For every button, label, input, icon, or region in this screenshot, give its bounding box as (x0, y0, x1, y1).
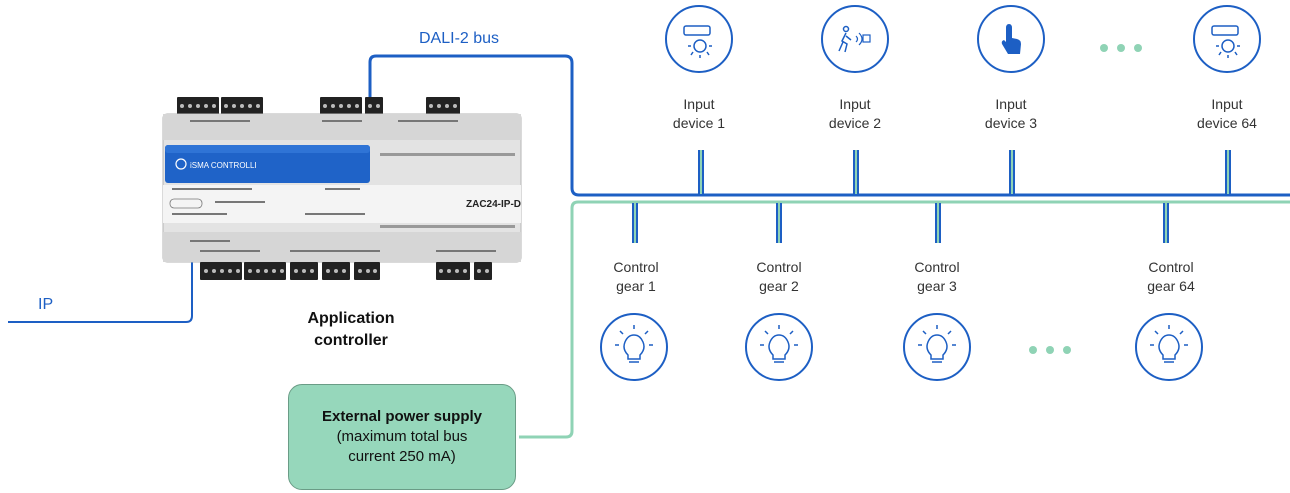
input-device-3-icon (977, 5, 1045, 73)
external-power-supply-box: External power supply (maximum total bus… (288, 384, 516, 490)
control-gear-64-icon (1135, 313, 1203, 381)
input-ellipsis-icon (1100, 44, 1142, 52)
gear-ellipsis-icon (1029, 346, 1071, 354)
power-line (519, 200, 1290, 439)
power-supply-note-line-1: (maximum total bus (336, 428, 468, 445)
input-device-64-icon (1193, 5, 1261, 73)
model-label: ZAC24-IP-D (466, 199, 521, 210)
dali-bus-label: DALI-2 bus (419, 30, 500, 47)
input-drops (698, 150, 1231, 194)
power-supply-note-line-2: current 250 mA) (348, 448, 456, 465)
gear-drops (632, 203, 1169, 243)
dali-bus-line (368, 54, 1290, 197)
brand-label: iSMA CONTROLLI (190, 161, 257, 170)
application-controller-device: iSMA CONTROLLI ZAC24-IP-D (162, 97, 522, 280)
input-device-2-icon (821, 5, 889, 73)
control-gear-2-icon (745, 313, 813, 381)
control-gear-3-icon (903, 313, 971, 381)
control-gear-1-icon (600, 313, 668, 381)
input-device-1-icon (665, 5, 733, 73)
power-supply-title: External power supply (321, 408, 483, 425)
ip-line (8, 248, 193, 323)
ip-label: IP (38, 296, 54, 313)
